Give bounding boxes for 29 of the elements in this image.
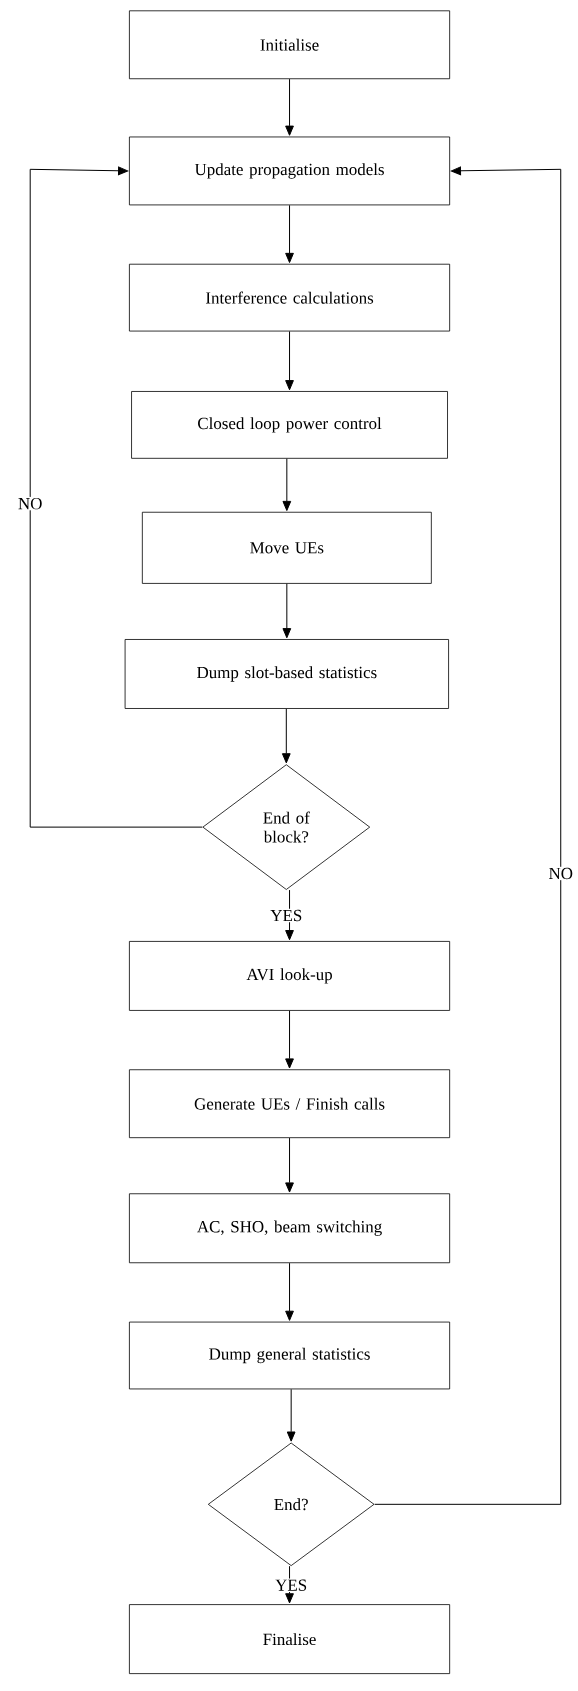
arrow bbox=[285, 78, 294, 136]
arrow bbox=[285, 204, 294, 263]
process-box: AC, SHO, beam switching bbox=[129, 1193, 451, 1264]
edge-label: NO bbox=[16, 496, 44, 511]
arrow bbox=[282, 458, 292, 511]
arrow bbox=[281, 708, 291, 764]
edge-label: NO bbox=[547, 866, 574, 881]
process-box: Closed loop power control bbox=[131, 391, 448, 459]
arrow bbox=[285, 1565, 294, 1604]
edge-label: YES bbox=[269, 908, 304, 923]
edge-label: YES bbox=[274, 1578, 309, 1592]
process-box: Dump slot-based statistics bbox=[124, 639, 449, 709]
arrow bbox=[285, 1262, 294, 1321]
arrow bbox=[285, 1137, 294, 1193]
arrow bbox=[285, 1010, 294, 1069]
arrow bbox=[285, 889, 294, 941]
process-box: Interference calculations bbox=[129, 263, 451, 332]
process-box: Generate UEs / Finish calls bbox=[129, 1069, 451, 1139]
process-box: Finalise bbox=[129, 1604, 451, 1674]
arrow bbox=[285, 331, 294, 391]
process-box: Move UEs bbox=[141, 511, 432, 584]
arrow bbox=[282, 583, 292, 639]
arrow bbox=[286, 1388, 296, 1442]
process-box: AVI look-up bbox=[129, 941, 451, 1011]
process-box: Dump general statistics bbox=[129, 1321, 451, 1390]
process-box: Update propagation models bbox=[129, 136, 451, 206]
arrow bbox=[29, 166, 203, 828]
arrow bbox=[374, 166, 562, 1505]
process-box: Initialise bbox=[129, 10, 451, 80]
